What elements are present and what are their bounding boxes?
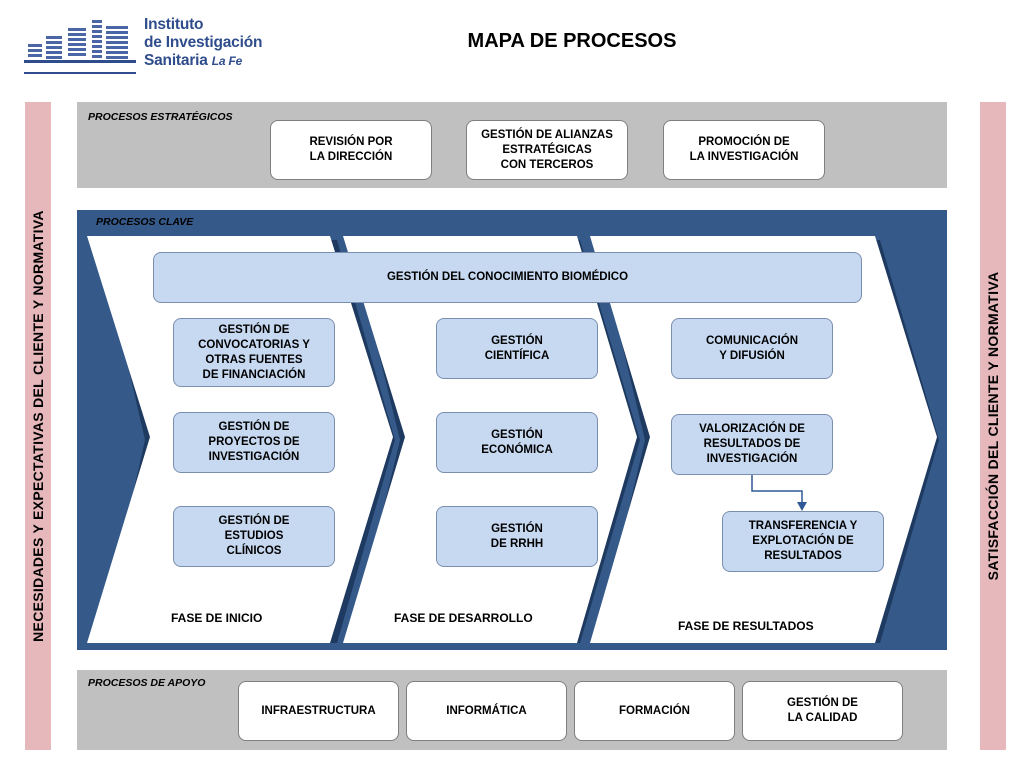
key-processes-label: PROCESOS CLAVE: [96, 216, 194, 228]
strategic-box-review: REVISIÓN POR LA DIRECCIÓN: [270, 120, 432, 180]
left-needs-bar: NECESIDADES Y EXPECTATIVAS DEL CLIENTE Y…: [25, 102, 51, 750]
strategic-box-alliances: GESTIÓN DE ALIANZAS ESTRATÉGICAS CON TER…: [466, 120, 628, 180]
connector-arrow: [751, 474, 803, 503]
start-box-clinical-studies: GESTIÓN DE ESTUDIOS CLÍNICOS: [173, 506, 335, 567]
connector-arrowhead: [797, 502, 807, 511]
results-box-communication: COMUNICACIÓN Y DIFUSIÓN: [671, 318, 833, 379]
logo-la-fe: La Fe: [211, 54, 243, 68]
development-box-economic: GESTIÓN ECONÓMICA: [436, 412, 598, 473]
knowledge-management-bar: GESTIÓN DEL CONOCIMIENTO BIOMÉDICO: [153, 252, 862, 303]
building-icon: [24, 20, 136, 74]
start-box-projects: GESTIÓN DE PROYECTOS DE INVESTIGACIÓN: [173, 412, 335, 473]
support-box-infrastructure: INFRAESTRUCTURA: [238, 681, 399, 741]
right-satisfaction-bar: SATISFACCIÓN DEL CLIENTE Y NORMATIVA: [980, 102, 1006, 750]
phase-label-results: FASE DE RESULTADOS: [678, 619, 814, 633]
results-box-transfer: TRANSFERENCIA Y EXPLOTACIÓN DE RESULTADO…: [722, 511, 884, 572]
phase-label-development: FASE DE DESARROLLO: [394, 611, 533, 625]
support-box-quality: GESTIÓN DE LA CALIDAD: [742, 681, 903, 741]
logo-line-3: Sanitaria: [144, 52, 208, 69]
logo-line-1: Instituto: [144, 16, 204, 33]
page-title: MAPA DE PROCESOS: [467, 30, 677, 52]
phase-label-start: FASE DE INICIO: [171, 611, 263, 625]
development-box-scientific: GESTIÓN CIENTÍFICA: [436, 318, 598, 379]
strategic-box-promotion: PROMOCIÓN DE LA INVESTIGACIÓN: [663, 120, 825, 180]
support-box-training: FORMACIÓN: [574, 681, 735, 741]
start-box-calls: GESTIÓN DE CONVOCATORIAS Y OTRAS FUENTES…: [173, 318, 335, 387]
strategic-processes-label: PROCESOS ESTRATÉGICOS: [88, 111, 233, 123]
support-box-it: INFORMÁTICA: [406, 681, 567, 741]
development-box-hr: GESTIÓN DE RRHH: [436, 506, 598, 567]
results-box-valorization: VALORIZACIÓN DE RESULTADOS DE INVESTIGAC…: [671, 414, 833, 475]
logo-line-2: de Investigación: [144, 34, 263, 51]
support-processes-label: PROCESOS DE APOYO: [88, 677, 206, 689]
institute-logo: Instituto de Investigación Sanitaria La …: [24, 16, 262, 80]
